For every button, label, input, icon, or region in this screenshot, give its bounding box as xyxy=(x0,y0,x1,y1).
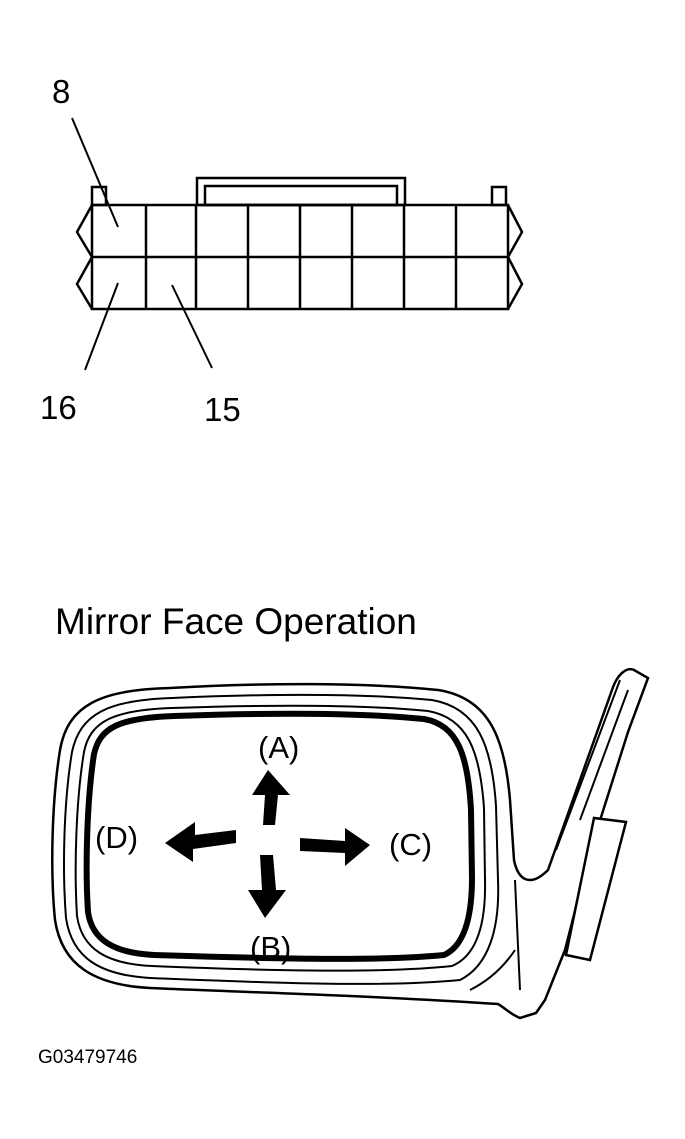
connector-lock-tab-inner xyxy=(203,184,399,207)
leader-line-pin-16 xyxy=(84,282,119,371)
mirror-frame-rim xyxy=(74,704,487,972)
mirror-arm-detail xyxy=(469,679,629,991)
leader-line-pin-8 xyxy=(71,117,119,228)
mirror-housing-inner-rim xyxy=(63,693,500,985)
arrow-right-icon xyxy=(300,828,370,866)
figure-id: G03479746 xyxy=(38,1047,137,1068)
connector-pin-grid xyxy=(144,205,458,309)
connector-lock-tab xyxy=(195,176,407,207)
direction-label-a: (A) xyxy=(258,730,299,765)
mirror-arm-plate xyxy=(564,816,628,962)
pin-label-15: 15 xyxy=(204,391,241,428)
mirror-glass xyxy=(83,710,476,962)
pin-label-16: 16 xyxy=(40,389,77,426)
connector-edge-right xyxy=(506,204,524,310)
connector-diagram xyxy=(71,117,524,371)
pin-label-8: 8 xyxy=(52,73,70,110)
direction-label-d: (D) xyxy=(95,820,138,855)
direction-label-c: (C) xyxy=(389,827,432,862)
direction-label-b: (B) xyxy=(250,930,291,965)
arrow-left-icon xyxy=(165,822,236,862)
mirror-title: Mirror Face Operation xyxy=(55,601,417,642)
arrow-up-icon xyxy=(252,770,290,825)
arrow-down-icon xyxy=(248,855,286,918)
connector-edge-left xyxy=(75,204,94,310)
mirror-adjust-arrows xyxy=(165,770,370,918)
leader-line-pin-15 xyxy=(171,284,213,369)
connector-nub-right xyxy=(490,185,508,207)
